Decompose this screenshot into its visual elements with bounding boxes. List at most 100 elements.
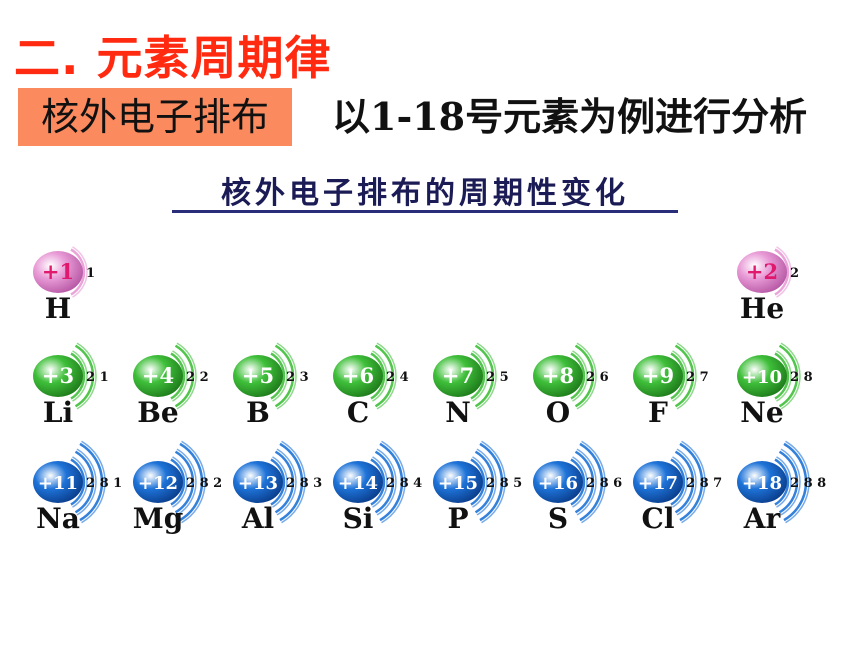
electron-shell-arc bbox=[783, 442, 808, 522]
electron-shell-arc bbox=[81, 440, 106, 524]
atom-structure-diagram: +1 1 bbox=[33, 246, 95, 298]
nucleus-sphere bbox=[33, 251, 83, 293]
shell-electron-counts: 2 8 7 bbox=[686, 476, 722, 491]
electron-shell-arc bbox=[574, 450, 595, 514]
nucleus-sphere bbox=[737, 251, 787, 293]
electron-shell-arc bbox=[476, 448, 497, 516]
nuclear-charge-label: +15 bbox=[438, 473, 478, 494]
electron-shell-arc bbox=[370, 458, 386, 506]
element-symbol: N bbox=[445, 396, 471, 429]
electron-shell-arc bbox=[574, 344, 595, 408]
shell-electron-counts: 2 8 2 bbox=[186, 476, 222, 491]
section-tag: 核外电子排布 bbox=[18, 88, 292, 146]
shell-electron-counts: 2 8 6 bbox=[586, 476, 622, 491]
electron-shell-arc bbox=[670, 458, 686, 506]
nucleus-sphere bbox=[133, 355, 183, 397]
electron-shell-arc bbox=[174, 344, 195, 408]
shell-electron-counts: 2 8 3 bbox=[286, 476, 322, 491]
nuclear-charge-label: +12 bbox=[138, 473, 178, 494]
electron-shell-arc bbox=[776, 350, 792, 402]
nucleus-sphere bbox=[233, 355, 283, 397]
electron-shell-arc bbox=[778, 450, 799, 514]
electron-shell-arc bbox=[72, 456, 88, 508]
electron-shell-arc bbox=[676, 342, 697, 410]
electron-shell-arc bbox=[572, 456, 588, 508]
atom-structure-diagram: +7 2 5 bbox=[433, 342, 509, 410]
electron-shell-arc bbox=[776, 456, 792, 508]
element-symbol: Al bbox=[241, 502, 275, 535]
electron-shell-arc bbox=[274, 344, 295, 408]
nucleus-sphere bbox=[233, 461, 283, 503]
electron-shell-arc bbox=[476, 342, 497, 410]
shell-electron-counts: 2 7 bbox=[686, 370, 709, 385]
shell-electron-counts: 2 5 bbox=[486, 370, 509, 385]
nuclear-charge-label: +1 bbox=[42, 259, 74, 284]
electron-shell-arc bbox=[674, 450, 695, 514]
electron-shell-arc bbox=[70, 248, 86, 296]
electron-shell-arc bbox=[474, 344, 495, 408]
electron-shell-arc bbox=[176, 342, 197, 410]
electron-shell-arc bbox=[785, 440, 810, 524]
nuclear-charge-label: +9 bbox=[642, 363, 674, 388]
element-symbol: O bbox=[545, 396, 571, 429]
nuclear-charge-label: +10 bbox=[742, 367, 782, 388]
atom-al: +13 2 8 3 Al bbox=[228, 440, 328, 554]
electron-shell-arc bbox=[76, 342, 97, 410]
electron-shell-arc bbox=[276, 342, 297, 410]
shell-electron-counts: 2 2 bbox=[186, 370, 209, 385]
electron-shell-arc bbox=[176, 448, 197, 516]
electron-shell-arc bbox=[272, 350, 288, 402]
electron-shell-arc bbox=[774, 248, 790, 296]
element-symbol: Ne bbox=[740, 396, 784, 429]
electron-shell-arc bbox=[272, 456, 288, 508]
electron-shell-arc bbox=[774, 352, 790, 400]
electron-shell-arc bbox=[274, 450, 295, 514]
element-symbol: F bbox=[648, 396, 668, 429]
electron-shell-arc bbox=[470, 458, 486, 506]
electron-shell-arc bbox=[70, 352, 86, 400]
electron-shell-arc bbox=[481, 440, 506, 524]
nuclear-charge-label: +13 bbox=[238, 473, 278, 494]
electron-shell-arc bbox=[270, 352, 286, 400]
nucleus-sphere bbox=[737, 461, 787, 503]
atom-structure-diagram: +12 2 8 2 bbox=[133, 440, 222, 524]
electron-shell-arc bbox=[372, 350, 388, 402]
element-symbol: Mg bbox=[132, 502, 184, 535]
shell-electron-counts: 2 bbox=[790, 266, 799, 281]
subtitle: 以1-18号元素为例进行分析 bbox=[332, 94, 808, 139]
electron-shell-arc bbox=[780, 448, 801, 516]
shell-electron-counts: 2 8 bbox=[790, 370, 813, 385]
nuclear-charge-label: +7 bbox=[442, 363, 474, 388]
shell-electron-counts: 1 bbox=[86, 266, 95, 281]
electron-shell-arc bbox=[74, 450, 95, 514]
nucleus-sphere bbox=[33, 461, 83, 503]
electron-shell-arc bbox=[172, 456, 188, 508]
electron-shell-arc bbox=[179, 442, 204, 522]
element-symbol: C bbox=[346, 396, 370, 429]
element-symbol: Be bbox=[137, 396, 179, 429]
electron-shell-arc bbox=[276, 448, 297, 516]
nucleus-sphere bbox=[333, 461, 383, 503]
electron-shell-arc bbox=[181, 440, 206, 524]
element-symbol: Li bbox=[42, 396, 74, 429]
nucleus-sphere bbox=[533, 355, 583, 397]
figure-title: 核外电子排布的周期性变化 bbox=[221, 176, 629, 211]
element-symbol: Na bbox=[36, 502, 80, 535]
electron-shell-arc bbox=[776, 246, 792, 298]
electron-shell-arc bbox=[778, 344, 799, 408]
shell-electron-counts: 2 8 1 bbox=[86, 476, 122, 491]
